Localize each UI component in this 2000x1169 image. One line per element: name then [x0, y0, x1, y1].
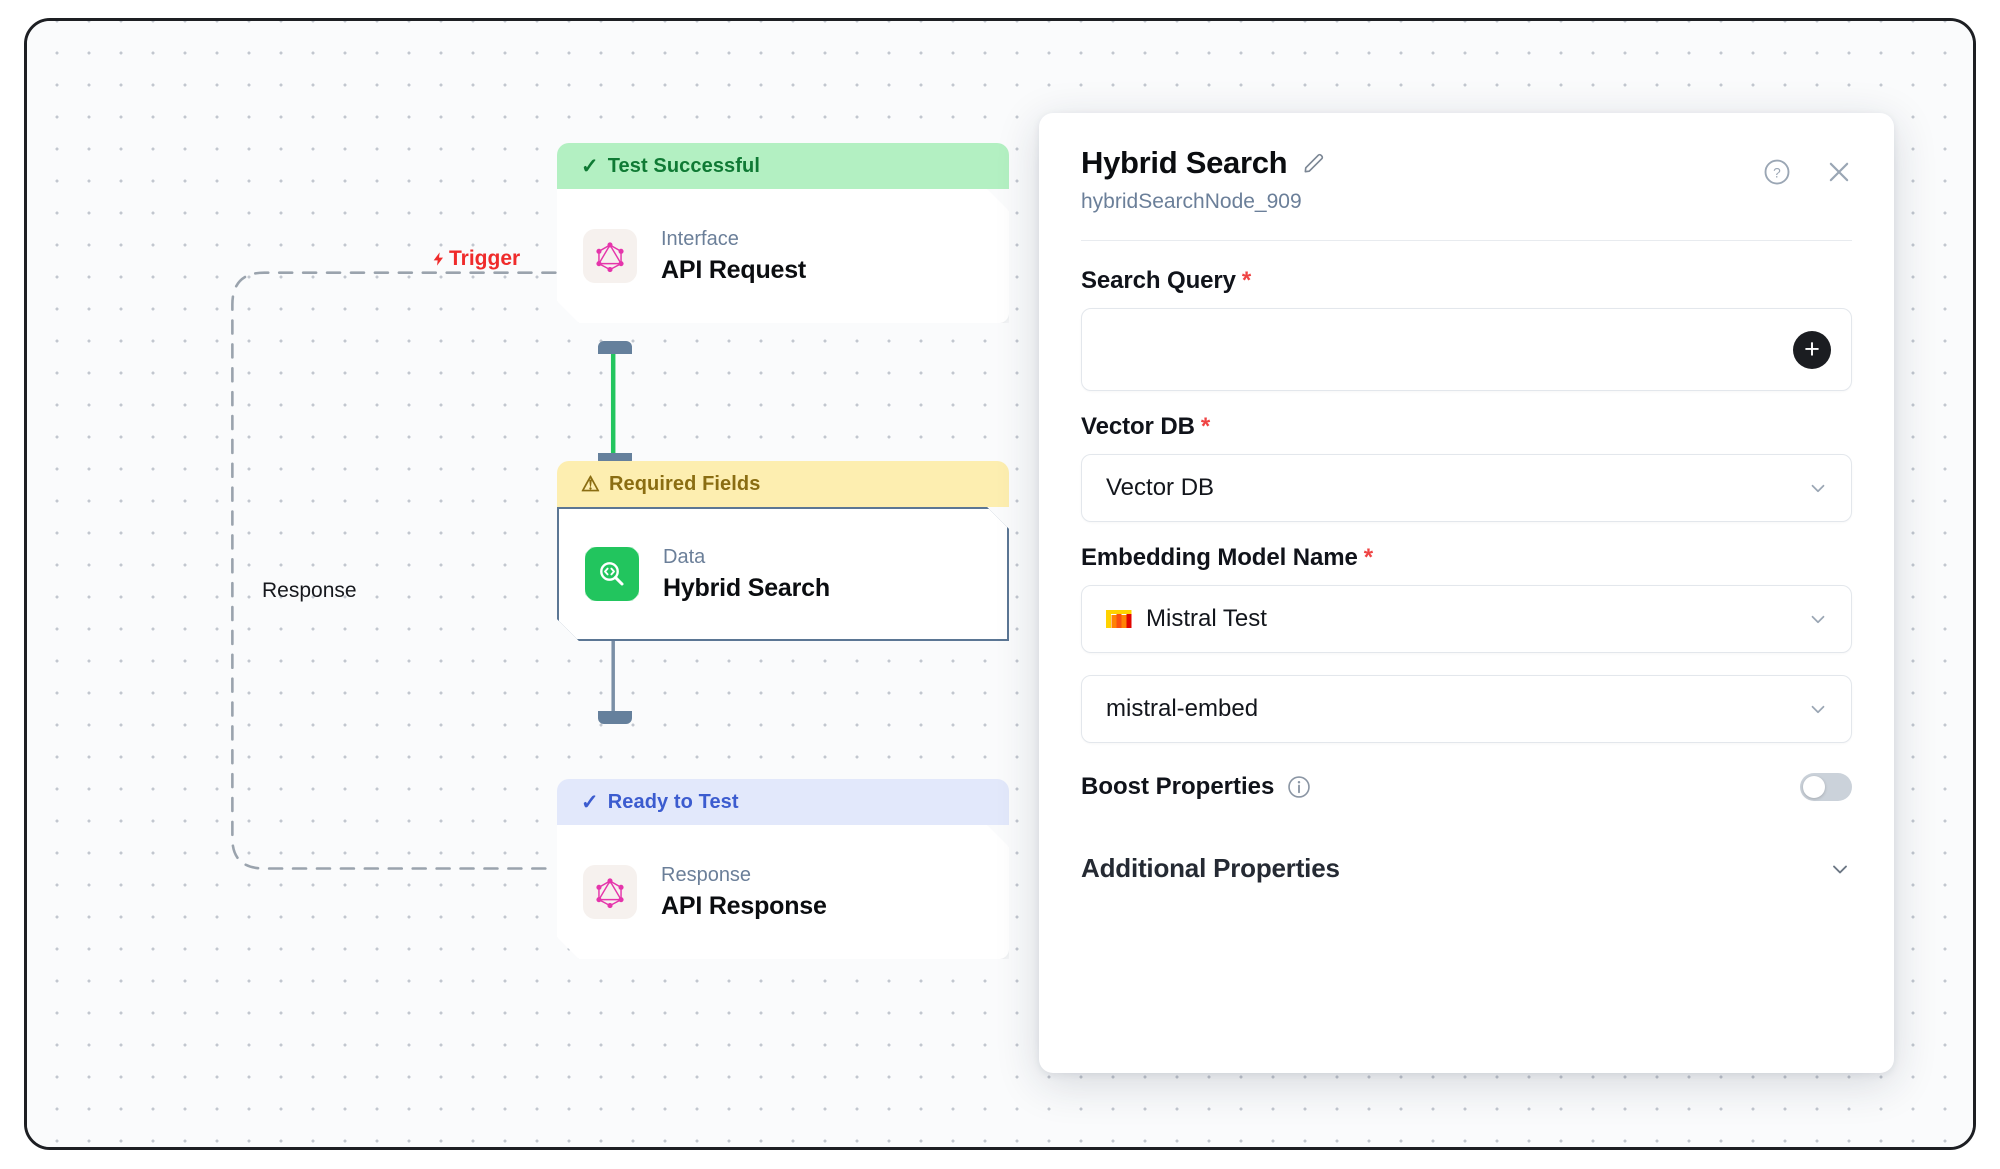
panel-divider [1081, 240, 1852, 241]
field-embedding-model-name: Embedding Model Name * [1081, 544, 1852, 653]
chevron-down-icon [1833, 865, 1847, 873]
warning-triangle-icon: ⚠ [581, 472, 600, 496]
close-icon[interactable] [1824, 157, 1854, 187]
page-title: Hybrid Search [1081, 145, 1288, 180]
chevron-down-icon [1811, 615, 1825, 624]
hybrid-search-icon [585, 547, 639, 601]
chevron-down-icon [1811, 705, 1825, 714]
mistral-icon [1106, 610, 1132, 628]
graphql-icon [583, 229, 637, 283]
node-id-label: hybridSearchNode_909 [1081, 190, 1302, 213]
add-search-query-button[interactable]: + [1793, 330, 1831, 369]
check-icon: ✓ [581, 790, 599, 814]
node-title-label: API Request [661, 255, 807, 284]
required-marker: * [1363, 544, 1373, 571]
handle-request-out[interactable] [598, 341, 632, 354]
edge-label-response-text: Response [262, 579, 357, 602]
embedding-model-name-value: Mistral Test [1146, 605, 1267, 632]
node-status-label: Ready to Test [607, 790, 739, 813]
vector-db-select[interactable]: Vector DB [1081, 454, 1852, 522]
field-label-text: Vector DB [1081, 413, 1195, 440]
svg-text:?: ? [1773, 166, 1781, 181]
node-status-test-successful: ✓ Test Successful [557, 143, 1009, 189]
field-label-text: Embedding Model Name [1081, 544, 1358, 571]
additional-properties-accordion[interactable]: Additional Properties [1081, 853, 1852, 884]
field-search-query: Search Query * + [1081, 267, 1852, 391]
field-label-search-query: Search Query * [1081, 267, 1852, 295]
embedding-model-name-select[interactable]: Mistral Test [1081, 585, 1852, 653]
edge-dashed-loop [231, 271, 557, 870]
handle-response-in[interactable] [598, 711, 632, 724]
field-vector-db: Vector DB * Vector DB [1081, 413, 1852, 522]
node-status-label: Required Fields [608, 472, 761, 495]
field-label-vector-db: Vector DB * [1081, 413, 1852, 441]
vector-db-value: Vector DB [1106, 474, 1215, 501]
panel-title-row: Hybrid Search [1081, 145, 1852, 181]
field-boost-properties: Boost Properties [1081, 773, 1852, 801]
panel-header-actions: ? [1762, 157, 1854, 187]
node-card-hybrid-search[interactable]: Data Hybrid Search [557, 507, 1009, 641]
boost-properties-toggle[interactable] [1800, 773, 1852, 801]
additional-properties-label: Additional Properties [1081, 853, 1340, 883]
node-card-api-response[interactable]: Response API Response [557, 825, 1009, 959]
field-embedding-model: mistral-embed [1081, 675, 1852, 743]
boost-properties-label: Boost Properties [1081, 773, 1275, 800]
node-status-required-fields: ⚠ Required Fields [557, 461, 1009, 507]
node-status-label: Test Successful [607, 154, 761, 177]
panel-header: Hybrid Search hybridSearchNode_909 ? [1039, 113, 1894, 214]
node-kind-label: Response [661, 863, 752, 886]
help-circle-icon[interactable]: ? [1762, 157, 1792, 187]
chevron-down-icon [1811, 484, 1825, 493]
embedding-model-value: mistral-embed [1106, 695, 1259, 722]
required-marker: * [1200, 413, 1211, 440]
check-icon: ✓ [581, 154, 599, 178]
workflow-window: Trigger Response ✓ Test Successful [24, 18, 1976, 1150]
node-hybrid-search[interactable]: ⚠ Required Fields Data Hybrid Search [557, 461, 1009, 641]
edge-label-response: Response [262, 579, 357, 603]
pencil-icon[interactable] [1301, 150, 1327, 176]
node-kind-label: Data [663, 545, 706, 568]
field-label-text: Search Query [1081, 267, 1236, 294]
graphql-icon [583, 865, 637, 919]
node-text-api-request: Interface API Request [661, 228, 806, 285]
embedding-model-select[interactable]: mistral-embed [1081, 675, 1852, 743]
node-status-ready-to-test: ✓ Ready to Test [557, 779, 1009, 825]
required-marker: * [1241, 267, 1252, 294]
node-title-label: API Response [661, 891, 827, 920]
node-api-response[interactable]: ✓ Ready to Test [557, 779, 1009, 959]
field-label-embedding-model-name: Embedding Model Name * [1081, 544, 1852, 572]
lightning-bolt-icon [433, 252, 443, 266]
search-query-input-wrapper[interactable]: + [1081, 308, 1852, 391]
node-text-hybrid-search: Data Hybrid Search [663, 546, 830, 603]
panel-body: Search Query * + Vector DB * Vector DB [1039, 267, 1894, 1073]
node-title-label: Hybrid Search [663, 573, 830, 602]
toggle-knob [1803, 776, 1825, 798]
node-settings-panel: Hybrid Search hybridSearchNode_909 ? [1039, 113, 1894, 1073]
edge-label-trigger: Trigger [431, 247, 520, 271]
info-circle-icon[interactable] [1286, 774, 1312, 800]
node-text-api-response: Response API Response [661, 864, 827, 921]
workflow-canvas[interactable]: Trigger Response ✓ Test Successful [27, 21, 1973, 1147]
node-kind-label: Interface [661, 227, 739, 250]
node-card-api-request[interactable]: Interface API Request [557, 189, 1009, 323]
node-api-request[interactable]: ✓ Test Successful [557, 143, 1009, 323]
edge-label-trigger-text: Trigger [449, 247, 521, 270]
